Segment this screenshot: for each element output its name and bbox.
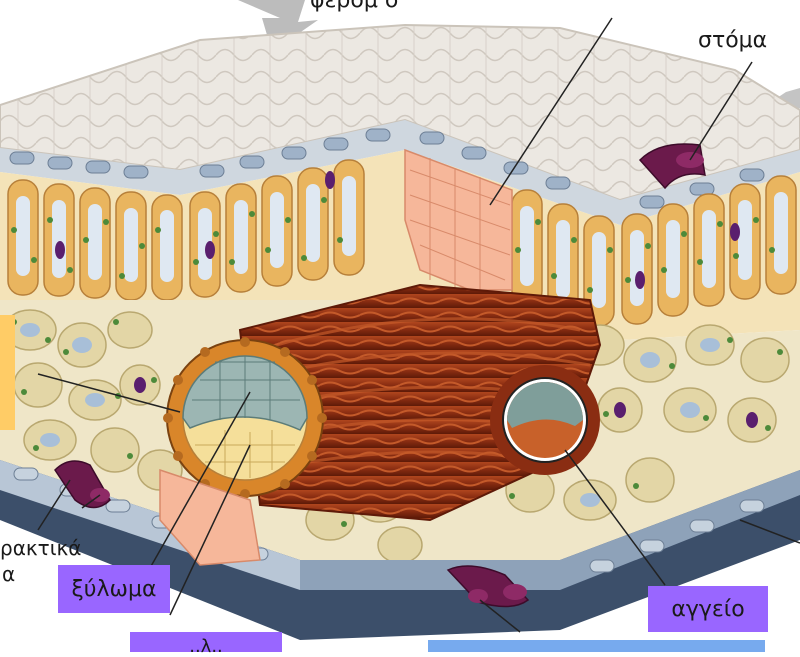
yellow-label-box [0, 315, 15, 430]
blue-label-box [428, 640, 765, 652]
vascular-bundle-small [490, 365, 600, 475]
xylem-label: ξύλωμα [58, 565, 170, 613]
bottom-label-fragment: ..λ.. [130, 636, 282, 656]
stoma-label: στόμα [698, 28, 767, 53]
left-label-fragment-2: α [2, 562, 15, 586]
top-label-fragment: φερόμ σ [310, 0, 399, 13]
left-label-fragment-1: ρακτικά [0, 536, 81, 560]
vessel-label: αγγείο [648, 586, 768, 632]
